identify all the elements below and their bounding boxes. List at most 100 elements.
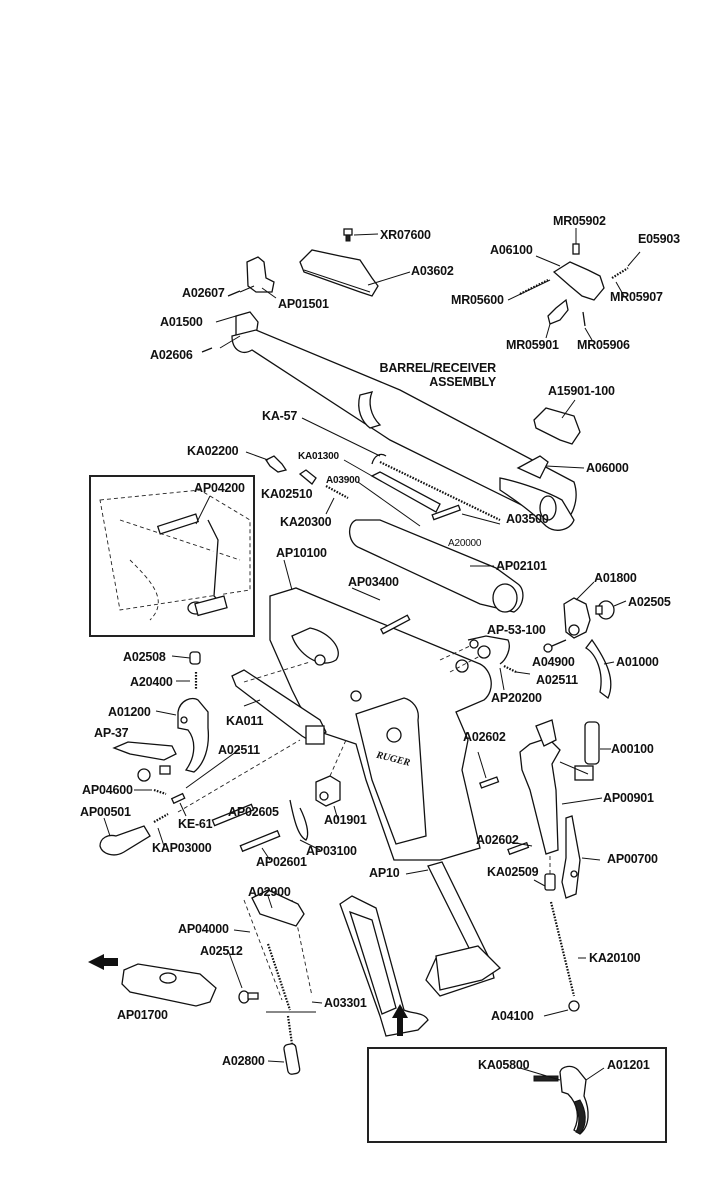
label-a02602-bottom: A02602 (476, 833, 519, 847)
magazine (339, 895, 429, 1037)
label-ka02509: KA02509 (487, 865, 539, 879)
mainspring-housing-a00100 (574, 721, 600, 781)
follower-button-a02512 (238, 990, 259, 1004)
label-e05903: E05903 (638, 232, 680, 246)
grip-frame-ap10 (425, 861, 502, 997)
sight-a15901-100 (533, 407, 581, 445)
label-ap04600: AP04600 (82, 783, 133, 797)
spring-ka20100 (549, 901, 576, 997)
part-ap00700 (561, 815, 581, 899)
label-a20000: A20000 (448, 538, 482, 549)
label-a06100: A06100 (490, 243, 533, 257)
label-ap01501: AP01501 (278, 297, 329, 311)
windage-part-mr05901 (547, 298, 569, 325)
label-ap-37: AP-37 (94, 726, 129, 740)
frame-ap10100 (269, 587, 492, 861)
inset-trigger-a01201 (533, 1065, 589, 1135)
label-a20400: A20400 (130, 675, 173, 689)
label-ka20300: KA20300 (280, 515, 332, 529)
label-ap04200: AP04200 (194, 481, 245, 495)
assembly-label-line2: ASSEMBLY (429, 375, 496, 389)
plunger-a02508 (189, 651, 201, 665)
label-a03500: A03500 (506, 512, 549, 526)
label-ka011: KA011 (226, 714, 264, 728)
safety-a01800 (563, 597, 591, 639)
inset-ap04200-drawing (99, 489, 251, 621)
label-ap00501: AP00501 (80, 805, 131, 819)
label-xr07600: XR07600 (380, 228, 431, 242)
label-ka20100: KA20100 (589, 951, 641, 965)
assembly-label-line1: BARREL/RECEIVER (379, 361, 497, 375)
magazine-floorplate-ap01700 (121, 963, 217, 1007)
pin-ap03400 (379, 614, 411, 635)
label-ka-57: KA-57 (262, 409, 298, 423)
label-a03900: A03900 (326, 475, 360, 486)
label-a02607: A02607 (182, 286, 225, 300)
label-ap10: AP10 (369, 866, 400, 880)
label-ap03100: AP03100 (306, 844, 357, 858)
label-a02508: A02508 (123, 650, 166, 664)
inset-trigger-frame (367, 1047, 667, 1143)
label-a02900: A02900 (248, 885, 291, 899)
label-a02606: A02606 (150, 348, 193, 362)
label-a01200: A01200 (108, 705, 151, 719)
hammer-ap00501 (99, 825, 151, 856)
label-ka02510: KA02510 (261, 487, 313, 501)
label-ap10100: AP10100 (276, 546, 327, 560)
label-ap00700: AP00700 (607, 852, 658, 866)
sear-a01901 (315, 775, 341, 807)
label-a01201: A01201 (607, 1058, 650, 1072)
extractor-ka02200 (265, 455, 288, 473)
magazine-latch-ka011 (231, 669, 327, 745)
label-a00100: A00100 (611, 742, 654, 756)
label-mr05902: MR05902 (553, 214, 606, 228)
label-a04900: A04900 (532, 655, 575, 669)
label-a02800: A02800 (222, 1054, 265, 1068)
screw-a04900 (543, 639, 567, 653)
label-ap20200: AP20200 (491, 691, 542, 705)
insert-arrow-up-icon (392, 1004, 408, 1036)
lever-a01000 (585, 638, 612, 700)
label-a02602-top: A02602 (463, 730, 506, 744)
label-a01800: A01800 (594, 571, 637, 585)
label-mr05907: MR05907 (610, 290, 663, 304)
pin-ap02601 (239, 829, 281, 853)
pin-ap02605 (211, 803, 255, 827)
label-a03301: A03301 (324, 996, 367, 1010)
firing-pin-ka01300 (370, 471, 441, 513)
pin-a02607 (227, 290, 241, 297)
washer-a02505 (595, 600, 615, 620)
label-a01000: A01000 (616, 655, 659, 669)
label-ap01700: AP01700 (117, 1008, 168, 1022)
bolt-ap02101 (349, 519, 524, 613)
label-a06000: A06000 (586, 461, 629, 475)
label-a02511-left: A02511 (218, 743, 260, 757)
label-ap-53-100: AP-53-100 (487, 623, 546, 637)
plunger-ka02510 (298, 469, 317, 485)
label-a01500: A01500 (160, 315, 203, 329)
label-ka02200: KA02200 (187, 444, 239, 458)
trigger-a01200 (177, 697, 210, 773)
label-ap03400: AP03400 (348, 575, 399, 589)
label-a15901-100: A15901-100 (548, 384, 615, 398)
rear-sight-base-a03602 (299, 249, 379, 297)
screw-xr07600 (343, 228, 353, 242)
magazine-spring-assembly (243, 889, 316, 1013)
rear-sight-adjustable-a06100 (552, 228, 605, 301)
spring-ap03100 (289, 799, 309, 841)
pin-ke-61 (170, 792, 186, 805)
ball-a04100 (568, 1000, 580, 1012)
label-ka05800: KA05800 (478, 1058, 530, 1072)
part-ap-53-100 (467, 635, 510, 665)
label-ka01300: KA01300 (298, 451, 339, 462)
pin-a02602-top (479, 776, 500, 789)
label-ap04000: AP04000 (178, 922, 229, 936)
label-mr05906: MR05906 (577, 338, 630, 352)
label-kap03000: KAP03000 (152, 841, 212, 855)
pin-a02606 (201, 347, 213, 353)
label-mr05600: MR05600 (451, 293, 504, 307)
label-ap02101: AP02101 (496, 559, 547, 573)
pin-a20000 (431, 504, 462, 521)
rear-sight-blade-ap01501 (246, 256, 275, 293)
